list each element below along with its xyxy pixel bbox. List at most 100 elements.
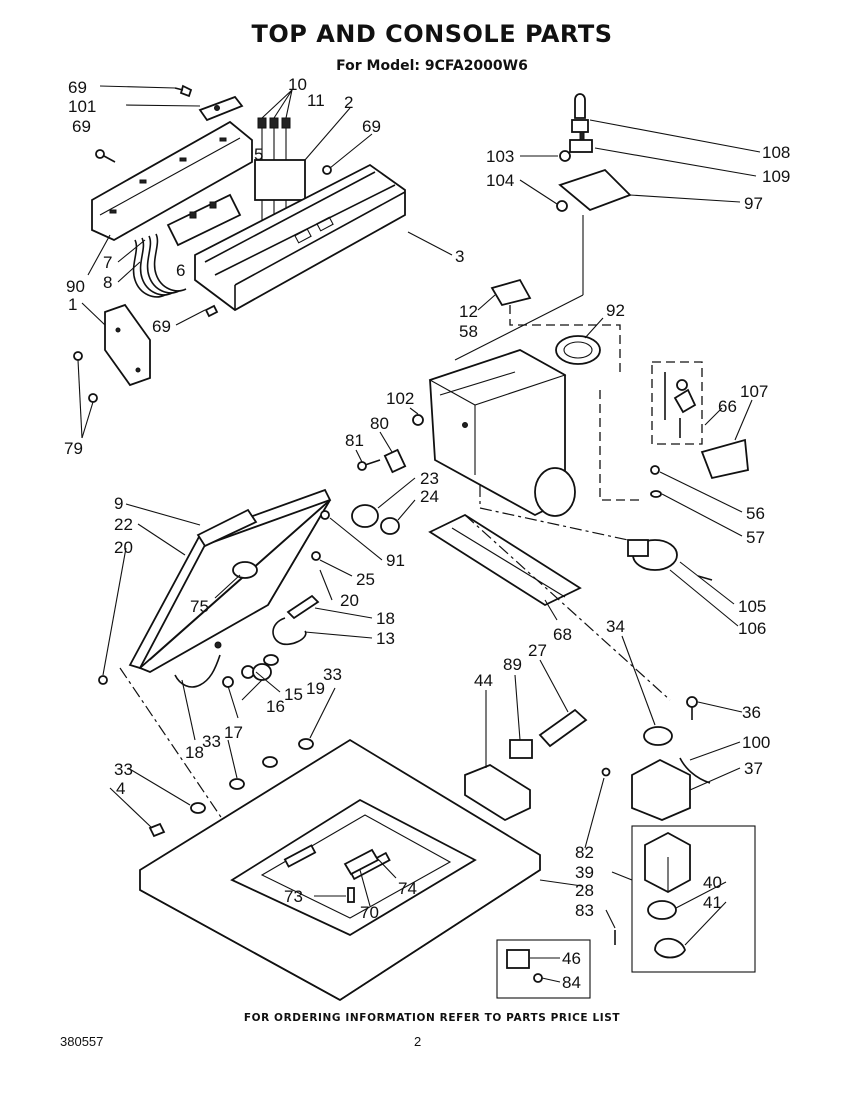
nut-33-top	[298, 738, 314, 750]
console-bracket	[198, 95, 244, 122]
wire-harness-8	[132, 233, 187, 298]
callout-3: 3	[455, 247, 464, 266]
motor-39	[644, 831, 691, 894]
callout-68: 68	[553, 625, 572, 644]
screw-56	[650, 465, 660, 475]
knob-108	[571, 93, 589, 141]
screw-20	[98, 675, 108, 685]
bracket-12	[490, 278, 532, 307]
nut-33-rear	[262, 756, 278, 768]
callout-6: 6	[176, 261, 185, 280]
motor-assembly-box	[631, 825, 756, 973]
callout-13: 13	[376, 629, 395, 648]
callout-97: 97	[744, 194, 763, 213]
callout-91: 91	[386, 551, 405, 570]
callout-34: 34	[606, 617, 625, 636]
bracket-97	[558, 168, 632, 212]
lid-switch-arm-18	[286, 594, 320, 620]
callout-8: 8	[103, 273, 112, 292]
callout-109: 109	[762, 167, 790, 186]
cap-19	[263, 654, 279, 666]
callout-10: 10	[288, 75, 307, 94]
end-cap-1	[104, 303, 151, 387]
callout-28: 28	[575, 881, 594, 900]
callout-40: 40	[703, 873, 722, 892]
callout-41: 41	[703, 893, 722, 912]
hinge-bracket-107	[700, 438, 749, 480]
dashdot-68	[464, 514, 671, 701]
pulley-40	[647, 900, 677, 920]
callout-25: 25	[356, 570, 375, 589]
dashdot-valve	[479, 485, 629, 541]
screw-36	[686, 696, 698, 720]
detergent-dispenser-58	[428, 349, 576, 517]
callout-33-a: 33	[323, 665, 342, 684]
switch-stack-10-11	[254, 117, 306, 250]
screw-25	[311, 551, 321, 561]
screw-69-left	[95, 149, 116, 163]
bushing-102	[412, 414, 424, 426]
bumper-75	[232, 561, 258, 579]
callout-16: 16	[266, 697, 285, 716]
callout-22: 22	[114, 515, 133, 534]
bezel-92	[555, 335, 601, 365]
washer-57	[650, 490, 662, 498]
callout-103: 103	[486, 147, 514, 166]
grommet-17	[222, 676, 234, 688]
clip-4	[148, 822, 166, 838]
page-title: TOP AND CONSOLE PARTS	[251, 20, 613, 48]
callout-57: 57	[746, 528, 765, 547]
bushing-23	[351, 504, 379, 528]
callout-75: 75	[190, 597, 209, 616]
callout-74: 74	[398, 879, 417, 898]
handle-9	[196, 508, 258, 548]
callout-18-a: 18	[376, 609, 395, 628]
leader-58	[454, 294, 584, 361]
mounting-bracket-68	[428, 513, 582, 607]
callout-58: 58	[459, 322, 478, 341]
rear-console-panel	[91, 120, 253, 242]
screw-91	[320, 510, 330, 520]
relay-46	[506, 949, 530, 969]
callout-17: 17	[224, 723, 243, 742]
callout-79: 79	[64, 439, 83, 458]
callout-73: 73	[284, 887, 303, 906]
motor-bracket-37	[631, 758, 691, 821]
screw-105	[697, 575, 713, 581]
selector-switch-109	[569, 139, 593, 153]
callout-69-d: 69	[152, 317, 171, 336]
callout-70: 70	[360, 903, 379, 922]
callout-1: 1	[68, 295, 77, 314]
bracket-70	[343, 848, 380, 876]
screw-69-right	[322, 165, 332, 175]
dash-12	[509, 305, 621, 375]
screw-69-top	[174, 84, 193, 98]
callout-101: 101	[68, 97, 96, 116]
actuator-27	[538, 708, 588, 748]
callout-56: 56	[746, 504, 765, 523]
document-number: 380557	[60, 1034, 104, 1049]
lid-hinge-rod-13	[272, 617, 307, 646]
callout-66: 66	[718, 397, 737, 416]
page-number: 2	[414, 1034, 422, 1049]
callout-106: 106	[738, 619, 766, 638]
lid-frame-22	[128, 488, 332, 673]
callout-33-b: 33	[202, 732, 221, 751]
callout-105: 105	[738, 597, 766, 616]
model-subtitle: For Model: 9CFA2000W6	[336, 58, 528, 74]
callout-90: 90	[66, 277, 85, 296]
callout-83: 83	[575, 901, 594, 920]
wire-100	[679, 757, 711, 784]
callout-102: 102	[386, 389, 414, 408]
lid-switch-89	[509, 739, 533, 759]
callout-27: 27	[528, 641, 547, 660]
callout-69-a: 69	[68, 78, 87, 97]
callout-11: 11	[307, 91, 325, 110]
nut-33-front	[190, 802, 206, 814]
ordering-note: FOR ORDERING INFORMATION REFER TO PARTS …	[243, 1012, 621, 1024]
switch-kit-66	[651, 361, 703, 445]
bushing-24	[380, 517, 400, 535]
callout-2: 2	[344, 93, 353, 112]
callout-36: 36	[742, 703, 761, 722]
